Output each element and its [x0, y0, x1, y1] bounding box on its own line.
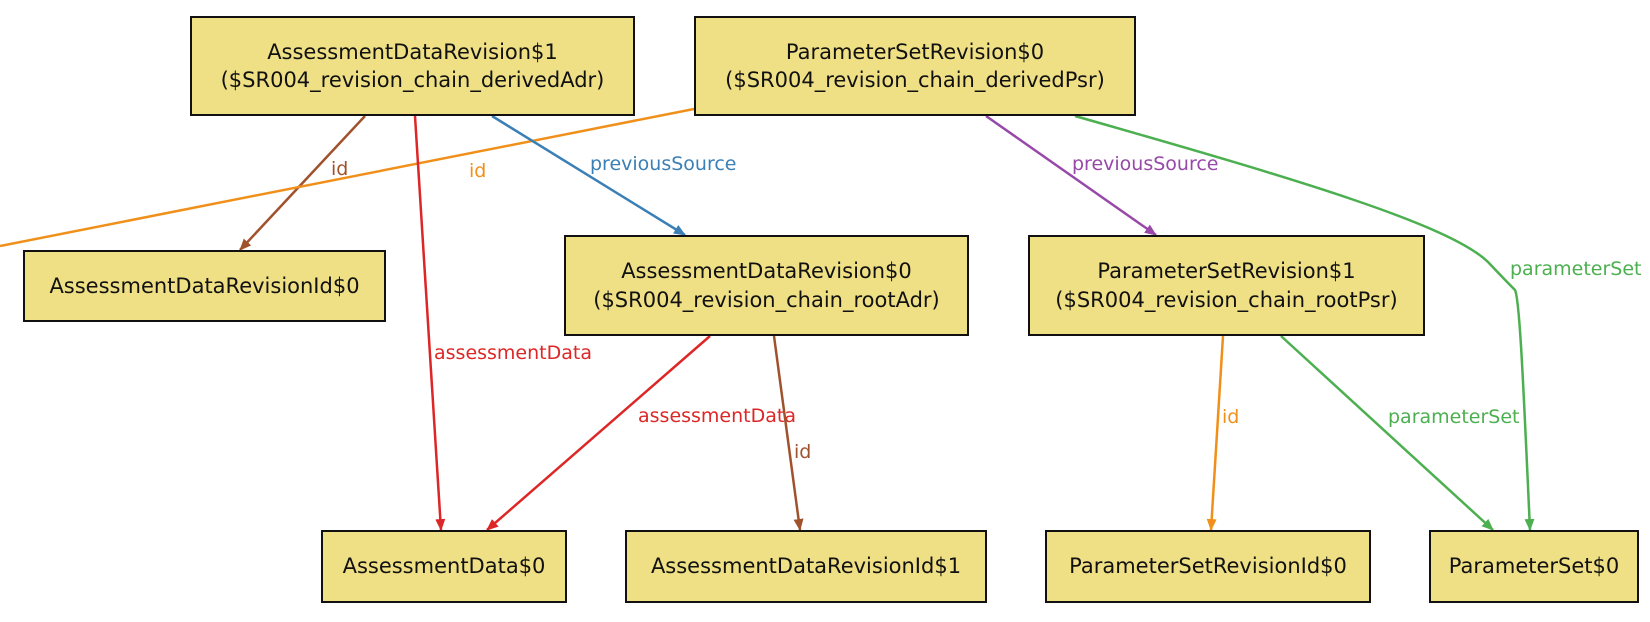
node-title: ParameterSetRevision$0 — [785, 39, 1045, 64]
edge-adr0-assessmentdata — [486, 335, 711, 531]
node-assessment-data-revision-0: AssessmentDataRevision$0 ($SR004_revisio… — [564, 235, 969, 336]
edge-psr0-previoussource — [985, 114, 1157, 237]
node-assessment-data-0: AssessmentData$0 — [321, 530, 567, 603]
edge-label-psr0-id: id — [469, 160, 486, 182]
edge-adr1-id — [239, 115, 366, 251]
node-title: AssessmentDataRevision$0 — [621, 259, 912, 284]
edge-label-adr0-assessmentdata: assessmentData — [638, 405, 796, 427]
node-title: AssessmentDataRevisionId$1 — [650, 554, 962, 579]
node-parameter-set-revision-0: ParameterSetRevision$0 ($SR004_revision_… — [694, 16, 1136, 116]
edge-adr1-assessmentdata — [413, 115, 446, 531]
edge-label-adr0-id: id — [794, 441, 811, 463]
node-title: ParameterSet$0 — [1448, 554, 1620, 579]
edge-adr0-id — [772, 335, 804, 531]
edge-label-psr1-id: id — [1222, 406, 1239, 428]
node-subtitle: ($SR004_revision_chain_derivedPsr) — [725, 68, 1105, 92]
edge-label-adr1-id: id — [331, 158, 348, 180]
edge-psr1-parameterset — [1280, 335, 1494, 531]
edge-label-psr0-parameterset: parameterSet — [1510, 258, 1642, 280]
node-assessment-data-revision-id-1: AssessmentDataRevisionId$1 — [625, 530, 987, 603]
node-title: ParameterSetRevisionId$0 — [1069, 554, 1347, 579]
edge-label-adr1-previoussource: previousSource — [590, 153, 737, 175]
edge-psr0-parameterset — [1074, 114, 1535, 531]
edge-adr1-previoussource — [491, 114, 686, 237]
node-subtitle: ($SR004_revision_chain_rootPsr) — [1055, 287, 1398, 312]
edge-psr0-id — [0, 107, 695, 248]
node-parameter-set-revision-1: ParameterSetRevision$1 ($SR004_revision_… — [1028, 235, 1425, 336]
node-subtitle: ($SR004_revision_chain_derivedAdr) — [220, 68, 605, 92]
node-title: AssessmentDataRevision$1 — [267, 39, 558, 64]
edge-label-psr0-previoussource: previousSource — [1072, 153, 1219, 175]
node-title: AssessmentData$0 — [342, 554, 546, 579]
node-parameter-set-revision-id-0: ParameterSetRevisionId$0 — [1045, 530, 1371, 603]
node-assessment-data-revision-id-0: AssessmentDataRevisionId$0 — [23, 250, 386, 322]
edge-label-adr1-assessmentdata: assessmentData — [434, 342, 592, 364]
node-assessment-data-revision-1: AssessmentDataRevision$1 ($SR004_revisio… — [190, 16, 635, 116]
node-parameter-set-0: ParameterSet$0 — [1429, 530, 1639, 603]
node-title: AssessmentDataRevisionId$0 — [49, 273, 360, 298]
edge-psr1-id — [1206, 335, 1225, 531]
edge-label-psr1-parameterset: parameterSet — [1388, 406, 1520, 428]
node-title: ParameterSetRevision$1 — [1097, 259, 1356, 284]
node-subtitle: ($SR004_revision_chain_rootAdr) — [593, 287, 940, 312]
